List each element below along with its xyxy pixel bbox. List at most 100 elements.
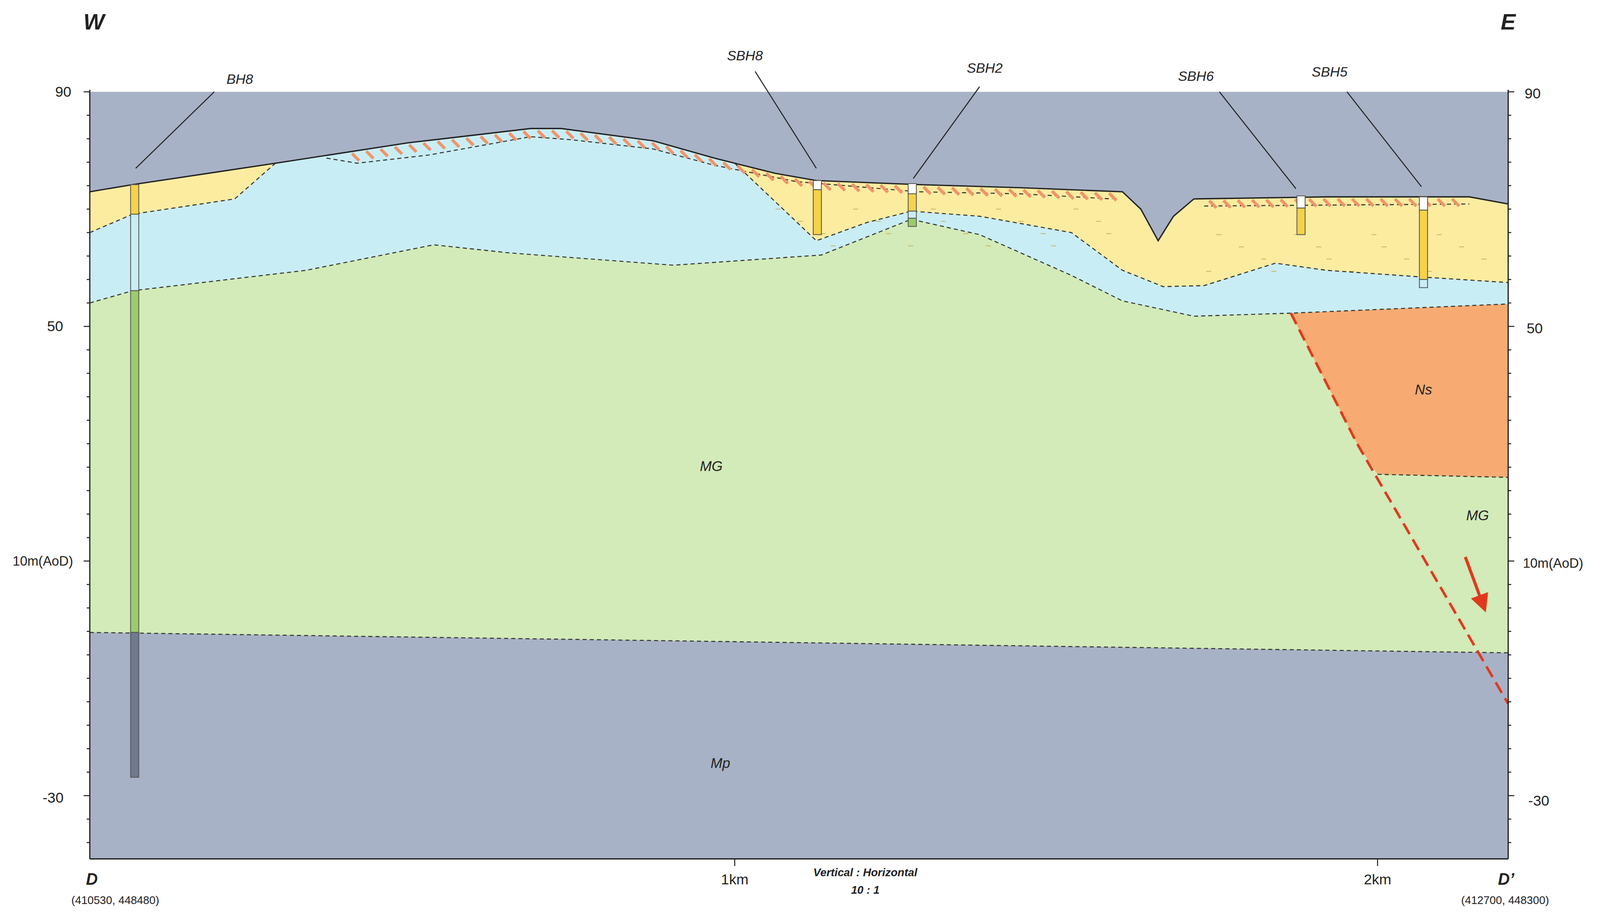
coordinates: (410530, 448480) — [71, 893, 160, 907]
scale-note: Vertical : Horizontal — [813, 866, 918, 879]
axis-tick — [86, 771, 90, 773]
boundary-line — [326, 136, 1113, 199]
axis-tick — [83, 91, 90, 92]
sand-texture — [1371, 234, 1377, 235]
axis-tick — [1508, 724, 1512, 726]
axis-tick — [86, 443, 90, 445]
sand-texture — [1381, 246, 1387, 248]
axis-tick — [1377, 858, 1378, 866]
unit-label: Ns — [1414, 382, 1432, 398]
sand-texture — [963, 233, 969, 235]
axis-tick — [1508, 631, 1512, 632]
axis-number: 90 — [1524, 85, 1541, 102]
axis-number: 50 — [1526, 320, 1543, 337]
unit-label: MG — [1466, 507, 1489, 523]
axis-tick — [1508, 560, 1515, 562]
axis-tick — [1508, 701, 1512, 703]
sand-texture — [853, 208, 859, 210]
axis-tick — [1508, 818, 1512, 820]
axis-tick — [1508, 794, 1515, 796]
sand-texture — [1205, 270, 1212, 272]
sand-texture — [1481, 258, 1487, 260]
axis-tick — [1508, 349, 1512, 351]
axis-tick — [86, 161, 90, 163]
made-ground-hatch — [537, 130, 546, 138]
axis-tick — [1508, 490, 1512, 492]
sand-texture — [1051, 245, 1057, 247]
axis-tick — [86, 466, 90, 468]
sand-texture — [1326, 258, 1332, 260]
sand-texture — [775, 208, 781, 210]
borehole-name: SBH5 — [1311, 65, 1348, 80]
made-ground-hatch — [437, 141, 445, 149]
sand-texture — [1096, 220, 1102, 222]
made-ground-hatch — [1252, 200, 1260, 208]
made-ground-hatch — [1080, 192, 1088, 200]
made-ground-hatch — [723, 162, 731, 170]
unit-label: MG — [699, 458, 723, 475]
axis-tick — [86, 701, 90, 703]
made-ground-hatch — [452, 139, 460, 148]
axis-tick — [1508, 114, 1512, 116]
axis-tick — [1508, 513, 1512, 515]
made-ground-hatch — [937, 187, 946, 195]
axis-tick — [86, 748, 90, 750]
made-ground-hatch — [894, 185, 903, 193]
fault-arrow — [1465, 557, 1483, 605]
made-ground-hatch — [523, 131, 531, 139]
boundary-line — [1377, 474, 1509, 478]
axis-tick — [734, 858, 735, 866]
made-ground-hatch — [423, 142, 431, 151]
made-ground-hatch — [551, 130, 560, 138]
made-ground-hatch — [1051, 190, 1060, 199]
made-ground-hatch — [1380, 198, 1388, 207]
axis-tick — [86, 138, 90, 140]
made-ground-hatch — [780, 176, 789, 184]
scale-note: 10 : 1 — [850, 883, 880, 897]
sand-texture — [885, 233, 891, 235]
axis-tick — [1508, 536, 1512, 538]
borehole — [130, 290, 139, 633]
axis-tick — [86, 607, 90, 609]
made-ground-hatch — [1280, 199, 1288, 208]
made-ground-hatch — [609, 136, 617, 145]
made-ground-hatch — [766, 173, 774, 181]
made-ground-hatch — [408, 144, 417, 152]
leader-line — [1219, 91, 1296, 189]
made-ground-hatch — [823, 182, 831, 190]
made-ground-hatch — [1366, 198, 1374, 207]
made-ground-hatch — [580, 133, 588, 141]
axis-tick — [1508, 231, 1512, 233]
sand-texture — [908, 245, 914, 247]
sand-texture — [1404, 258, 1410, 260]
sand-texture — [1040, 233, 1046, 235]
made-ground-hatch — [666, 146, 674, 155]
borehole-name: BH8 — [226, 71, 253, 87]
axis-tick — [1508, 841, 1512, 843]
sand-texture — [930, 208, 936, 210]
made-ground-hatch — [595, 135, 603, 143]
made-ground-hatch — [1451, 198, 1460, 207]
borehole — [813, 189, 822, 235]
axis-tick — [83, 560, 90, 562]
axis-tick — [1508, 138, 1512, 140]
axis-number: -30 — [1528, 793, 1550, 809]
axis-tick — [86, 818, 90, 820]
axis-number: 10m(AoD) — [12, 554, 74, 569]
axis-tick — [1508, 677, 1512, 679]
borehole — [908, 183, 917, 194]
made-ground-hatch — [637, 140, 646, 149]
made-ground-hatch — [623, 139, 631, 147]
axis-number: 10m(AoD) — [1522, 556, 1584, 571]
section-end: D — [85, 870, 98, 889]
axis-tick — [1508, 185, 1512, 187]
made-ground-hatch — [966, 188, 974, 196]
axis-tick — [86, 185, 90, 187]
axis-tick — [86, 583, 90, 585]
mg-layer — [89, 128, 1509, 653]
sand-texture — [1436, 234, 1442, 235]
axis-tick — [86, 490, 90, 492]
borehole — [130, 632, 139, 778]
axis-tick — [1508, 255, 1512, 257]
